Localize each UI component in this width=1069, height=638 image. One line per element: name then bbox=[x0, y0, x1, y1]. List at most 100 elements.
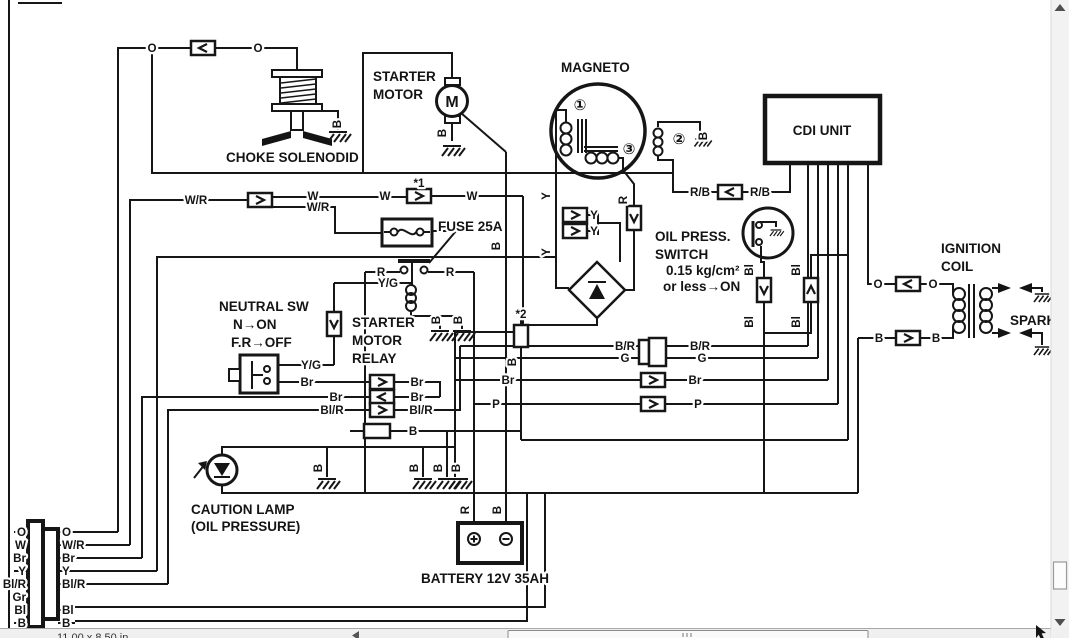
neutral-switch bbox=[228, 353, 280, 395]
wire-label: Br bbox=[502, 374, 515, 387]
wire-label: B bbox=[436, 129, 449, 137]
wire-label: Bl/R bbox=[409, 404, 433, 417]
wire-label: O bbox=[873, 278, 882, 291]
wire-label: R bbox=[617, 195, 630, 204]
neutral-sw-label-1: NEUTRAL SW bbox=[219, 299, 309, 314]
connector-pin-label: Gr bbox=[12, 591, 26, 604]
starter-motor-label-1: STARTER bbox=[373, 69, 436, 84]
neutral-sw-label-2: N→ON bbox=[233, 317, 277, 332]
wire-label: B/R bbox=[615, 340, 636, 353]
wire-label: O bbox=[253, 42, 262, 55]
connector-pin-label: B bbox=[62, 617, 70, 630]
caution-lamp-label-2: (OIL PRESSURE) bbox=[191, 519, 300, 534]
starter-motor-relay bbox=[398, 259, 430, 312]
wire-label: B bbox=[875, 332, 883, 345]
wire-label: O bbox=[928, 278, 937, 291]
connector-pin-label: O bbox=[17, 526, 26, 539]
wire-label: Bl bbox=[743, 264, 756, 276]
ignition-coil-label-2: COIL bbox=[941, 259, 973, 274]
caution-lamp-label-1: CAUTION LAMP bbox=[191, 502, 295, 517]
cdi-unit-label: CDI UNIT bbox=[793, 123, 852, 138]
harness-connector bbox=[26, 519, 60, 629]
wire-label: Bl bbox=[790, 316, 803, 328]
magneto-coil-2 bbox=[652, 127, 664, 157]
wire-label: W bbox=[380, 190, 391, 203]
connector-pin-label: Bl/R bbox=[62, 578, 86, 591]
wire-label: R/B bbox=[750, 186, 770, 199]
wire-label: Y bbox=[540, 248, 553, 256]
connector-pin-label: Bl/R bbox=[3, 578, 27, 591]
connector-pin-label: Bl bbox=[62, 604, 74, 617]
scroll-up-arrow-icon[interactable] bbox=[1054, 4, 1066, 11]
connector-pin-label: O bbox=[62, 526, 71, 539]
wire-label: Br bbox=[330, 391, 343, 404]
battery bbox=[456, 521, 524, 565]
spark-gaps bbox=[998, 283, 1032, 338]
magneto-label: MAGNETO bbox=[561, 60, 630, 75]
magneto-coil-1-mark: ① bbox=[574, 97, 587, 114]
wire-label: B bbox=[932, 332, 940, 345]
connector-pin-label: W bbox=[15, 539, 26, 552]
wire-label: B bbox=[697, 132, 710, 140]
wire-label: B/R bbox=[690, 340, 711, 353]
magneto-coil-2-mark: ② bbox=[673, 131, 686, 148]
connector-pin-label: Bl bbox=[14, 604, 26, 617]
ignition-coil bbox=[952, 287, 993, 334]
vertical-scrollbar-thumb[interactable] bbox=[1052, 561, 1068, 590]
mouse-cursor-icon bbox=[1036, 625, 1046, 638]
page-size-label: 11.00 x 8.50 in bbox=[57, 632, 128, 638]
wire-label: *2 bbox=[516, 308, 527, 321]
wire-label: Y/G bbox=[301, 359, 321, 372]
oil-switch-label-3: 0.15 kg/cm² bbox=[666, 263, 740, 278]
vertical-scrollbar[interactable] bbox=[1050, 0, 1069, 638]
wire-label: B bbox=[452, 316, 465, 324]
lamp-flick-arrow-icon bbox=[198, 461, 207, 470]
wire-label: B bbox=[312, 464, 325, 472]
choke-butterfly-right bbox=[303, 131, 332, 146]
wire-label: Y bbox=[590, 209, 598, 222]
wire-label: W/R bbox=[185, 194, 208, 207]
diagram-labels: CHOKE SOLENODID STARTER MOTOR MAGNETO CDI UN… bbox=[1, 40, 1059, 633]
starter-relay-label-2: MOTOR bbox=[352, 333, 402, 348]
ignition-coil-label-1: IGNITION bbox=[941, 241, 1001, 256]
wire-label: Bl bbox=[743, 316, 756, 328]
scroll-down-arrow-icon[interactable] bbox=[1054, 619, 1066, 626]
wiring-harness bbox=[8, 0, 1043, 628]
starter-motor-label-2: MOTOR bbox=[373, 87, 423, 102]
wire-label: Bl bbox=[790, 264, 803, 276]
connector-pin-label: W/R bbox=[62, 539, 85, 552]
wire-label: R bbox=[377, 266, 386, 279]
oil-pressure-switch bbox=[741, 206, 795, 260]
horizontal-scrollbar[interactable] bbox=[507, 630, 869, 638]
connector-pin-label: Y bbox=[62, 565, 70, 578]
wire-label: B bbox=[490, 242, 503, 250]
wire-label: G bbox=[697, 352, 706, 365]
oil-switch-label-2: SWITCH bbox=[655, 247, 708, 262]
spark-label: SPARK bbox=[1010, 313, 1057, 328]
scrollbar-corner bbox=[1051, 628, 1069, 638]
wire-label: B bbox=[331, 120, 344, 128]
fuse bbox=[380, 217, 434, 248]
scrollbar-grip-icon bbox=[682, 633, 692, 637]
horizontal-scrollbar-thumb[interactable] bbox=[507, 630, 869, 638]
wire-label: B bbox=[506, 358, 519, 366]
wire-label: Br bbox=[301, 376, 314, 389]
choke-solenoid bbox=[262, 69, 332, 146]
page-back-arrow-icon[interactable] bbox=[352, 631, 359, 638]
wire-label: R bbox=[459, 505, 472, 514]
oil-switch-label-1: OIL PRESS. bbox=[655, 229, 731, 244]
battery-plus-terminal bbox=[470, 535, 478, 543]
rectifier bbox=[567, 260, 627, 320]
wire-label: W bbox=[467, 190, 478, 203]
connector-pin-label: B bbox=[18, 617, 26, 630]
neutral-sw-label-3: F.R→OFF bbox=[231, 335, 292, 350]
choke-solenoid-label: CHOKE SOLENODID bbox=[226, 150, 359, 165]
connector-pin-label: Br bbox=[13, 552, 26, 565]
wire-label: Br bbox=[689, 374, 702, 387]
battery-label: BATTERY 12V 35AH bbox=[421, 571, 549, 586]
wire-label: R/B bbox=[690, 186, 710, 199]
wire-label: Y bbox=[590, 225, 598, 238]
wire-label: Y bbox=[540, 192, 553, 200]
